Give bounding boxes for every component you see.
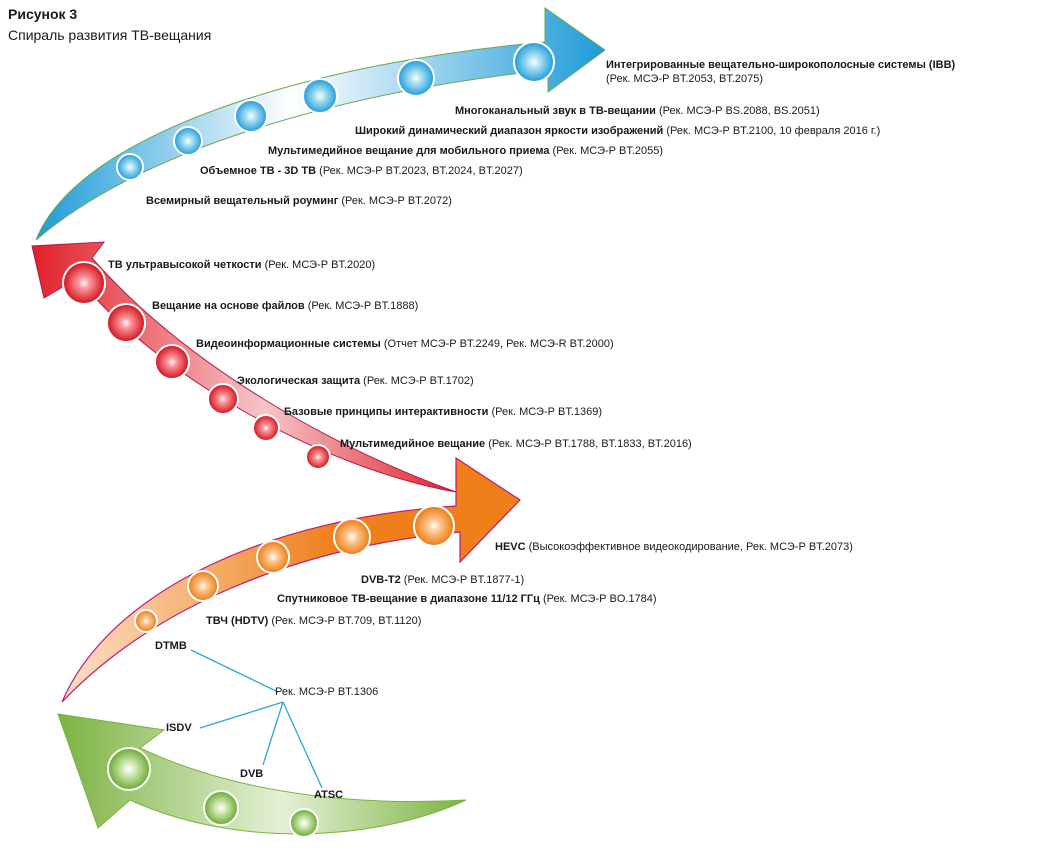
standard-isdv: ISDV <box>166 722 192 734</box>
bubble <box>333 518 371 556</box>
bubble <box>173 126 203 156</box>
red-bubbles <box>62 261 331 470</box>
label-roaming: Всемирный вещательный роуминг (Рек. МСЭ-… <box>146 195 452 207</box>
bubble <box>134 609 158 633</box>
bubble <box>116 153 144 181</box>
label-eco-protection: Экологическая защита (Рек. МСЭ-Р BT.1702… <box>237 375 474 387</box>
bubble <box>397 59 435 97</box>
label-hdr: Широкий динамический диапазон яркости из… <box>355 125 881 137</box>
figure-number: Рисунок 3 <box>8 6 78 22</box>
label-ibb: Интегрированные вещательно-широкополосны… <box>606 59 956 85</box>
label-uhdtv: ТВ ультравысокой четкости (Рек. МСЭ-Р BT… <box>108 259 376 271</box>
label-hdtv: ТВЧ (HDTV) (Рек. МСЭ-Р BT.709, BT.1120) <box>206 615 422 627</box>
recommendation-bt1306: Рек. МСЭ-Р BT.1306 <box>275 686 379 698</box>
standard-atsc: ATSC <box>314 789 344 801</box>
figure-caption: Спираль развития ТВ-вещания <box>8 27 212 43</box>
bubble <box>256 540 290 574</box>
label-dvb-t2: DVB-T2 (Рек. МСЭ-Р BT.1877-1) <box>361 574 525 586</box>
standards-connectors <box>190 649 323 789</box>
label-3dtv: Объемное ТВ - 3D ТВ (Рек. МСЭ-Р BT.2023,… <box>200 165 523 177</box>
bubble <box>62 261 106 305</box>
bubble <box>187 570 219 602</box>
green-spiral-arrow <box>57 713 467 835</box>
bubble <box>305 444 331 470</box>
bubble <box>234 99 268 133</box>
bubble <box>289 808 319 838</box>
blue-spiral-arrow <box>35 7 606 241</box>
bubble <box>413 505 455 547</box>
label-hevc: HEVC (Высокоэффективное видеокодирование… <box>495 541 853 553</box>
label-mobile-multimedia: Мультимедийное вещание для мобильного пр… <box>268 145 664 157</box>
label-satellite-11-12ghz: Спутниковое ТВ-вещание в диапазоне 11/12… <box>277 593 657 605</box>
bubble <box>154 344 190 380</box>
label-multichannel-sound: Многоканальный звук в ТВ-вещании (Рек. М… <box>455 105 820 117</box>
bubble <box>513 41 555 83</box>
label-interactivity: Базовые принципы интерактивности (Рек. М… <box>284 406 603 418</box>
bubble <box>107 747 151 791</box>
bubble <box>203 790 239 826</box>
orange-spiral-arrow <box>61 456 521 703</box>
bubble <box>106 303 146 343</box>
bubble <box>302 78 338 114</box>
bubble <box>252 414 280 442</box>
green-bubbles <box>107 747 319 838</box>
orange-bubbles <box>134 505 455 633</box>
blue-bubbles <box>116 41 555 181</box>
label-multimedia-broadcasting: Мультимедийное вещание (Рек. МСЭ-Р BT.17… <box>340 438 692 450</box>
label-file-based: Вещание на основе файлов (Рек. МСЭ-Р BT.… <box>152 300 419 312</box>
bubble <box>207 383 239 415</box>
standard-dvb: DVB <box>240 768 264 780</box>
label-video-info-systems: Видеоинформационные системы (Отчет МСЭ-Р… <box>196 338 614 350</box>
standard-dtmb: DTMB <box>155 640 187 652</box>
